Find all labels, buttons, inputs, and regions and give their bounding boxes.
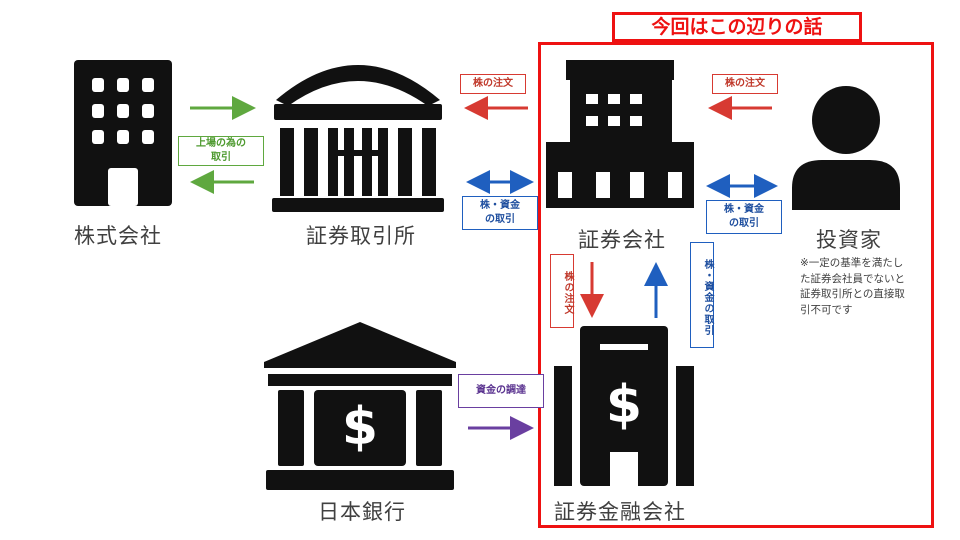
label-finance-firm: 証券金融会社 [554, 500, 686, 524]
tag-order-vertical: 株の注文 [550, 254, 574, 328]
tag-listing-line1: 上場の為の [196, 138, 246, 149]
stock-exchange-icon [268, 48, 448, 212]
label-boj: 日本銀行 [318, 500, 406, 524]
svg-text:$: $ [342, 397, 378, 457]
tag-trade-vertical: 株・資金の取引 [690, 242, 714, 348]
tag-order-exchange: 株の注文 [460, 74, 526, 94]
label-company: 株式会社 [74, 224, 162, 248]
investor-note: ※一定の基準を満たした証券会社員でないと証券取引所との直接取引不可です [800, 257, 905, 316]
securities-finance-building-icon: $ [554, 326, 694, 486]
investor-person-icon [788, 84, 904, 210]
label-securities-firm: 証券会社 [578, 228, 666, 252]
tag-trade-exchange: 株・資金 の取引 [462, 196, 538, 230]
label-investor: 投資家 [816, 228, 882, 252]
tag-listing: 上場の為の 取引 [178, 136, 264, 166]
svg-text:$: $ [606, 375, 642, 435]
tag-order-investor: 株の注文 [712, 74, 778, 94]
highlight-region [538, 42, 934, 528]
tag-trade-investor-line1: 株・資金 [724, 204, 764, 215]
bank-icon: $ [262, 322, 458, 490]
tag-trade-exchange-line2: の取引 [485, 214, 515, 225]
office-building-icon [74, 60, 172, 206]
tag-trade-investor: 株・資金 の取引 [706, 200, 782, 234]
tag-trade-investor-line2: の取引 [729, 218, 759, 229]
tag-funding: 資金の調達 [458, 374, 544, 408]
tag-listing-line2: 取引 [211, 152, 231, 163]
highlight-title: 今回はこの辺りの話 [612, 12, 862, 42]
tag-trade-exchange-line1: 株・資金 [480, 200, 520, 211]
securities-building-icon [546, 60, 694, 208]
label-exchange: 証券取引所 [306, 224, 416, 248]
